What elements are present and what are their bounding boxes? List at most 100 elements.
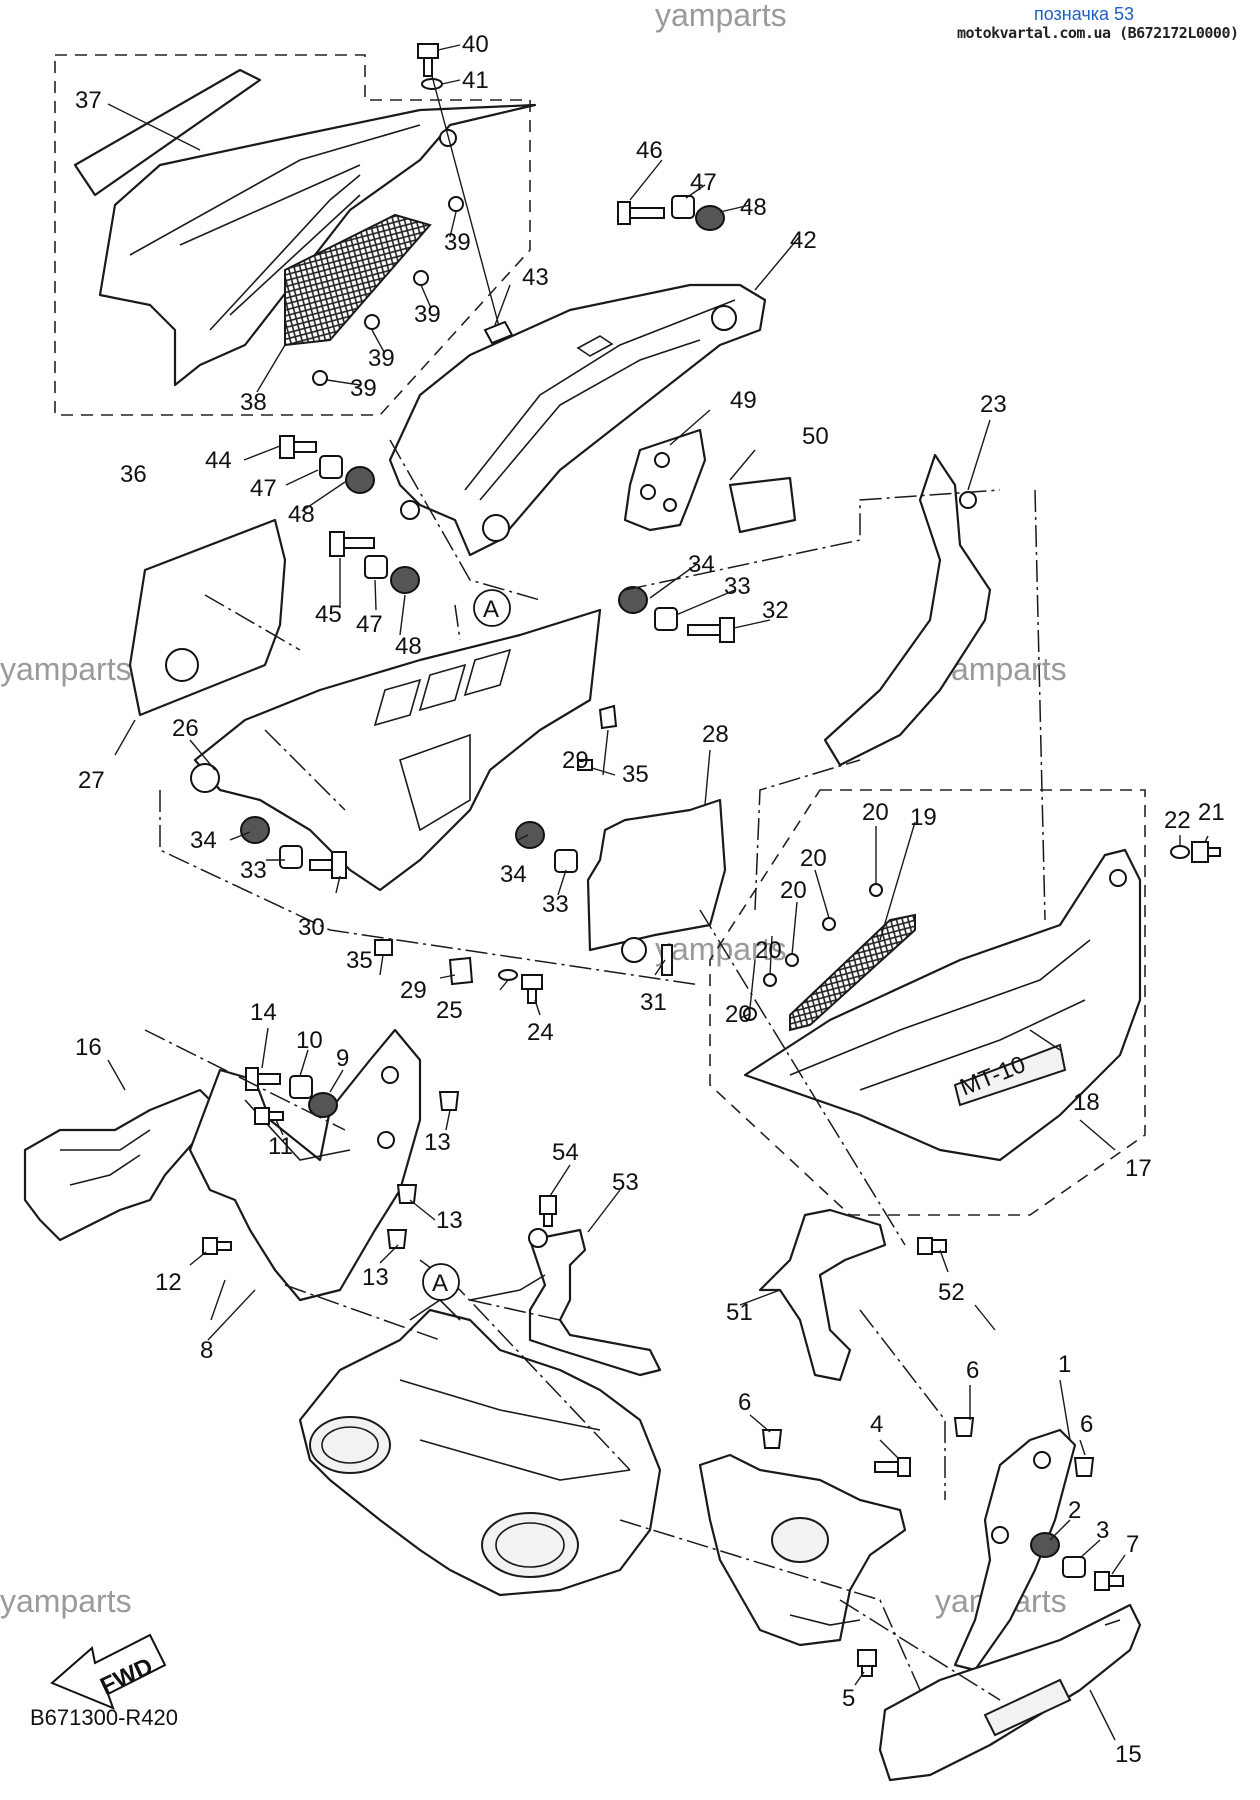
label-2: 2 [1068,1497,1081,1524]
label-6b: 6 [966,1357,979,1384]
assembly-box-36 [54,54,531,416]
label-46: 46 [636,137,663,164]
page-label: позначка 53 [1034,4,1135,24]
label-52: 52 [938,1279,965,1306]
label-12: 12 [155,1269,182,1296]
diagram-code: B671300-R420 [30,1705,179,1730]
washer-39c [364,314,380,330]
washer-39a [448,196,464,212]
label-48b: 48 [288,501,315,528]
bracket-49 [623,428,707,532]
label-53: 53 [612,1169,639,1196]
label-13a: 13 [424,1129,451,1156]
washer-22 [1170,845,1190,859]
label-49: 49 [730,387,757,414]
callout-A-upper: A [473,589,511,627]
label-34a: 34 [688,551,715,578]
bolt-45 [329,531,375,557]
label-3: 3 [1096,1517,1109,1544]
screw-21 [1191,841,1221,863]
screw-12 [202,1237,232,1255]
headlight-assembly [298,1298,662,1597]
screw-31 [661,944,673,976]
label-48c: 48 [395,633,422,660]
label-20c: 20 [780,877,807,904]
svg-text:A: A [483,596,499,623]
label-42: 42 [790,227,817,254]
washer-41 [421,78,443,90]
mesh-38 [284,213,432,347]
washer-20a [869,883,883,897]
label-29b: 29 [400,977,427,1004]
clip-6b [953,1417,975,1437]
clip-13b [396,1184,418,1204]
label-11: 11 [268,1133,293,1160]
label-5: 5 [842,1685,855,1712]
label-20e: 20 [725,1001,752,1028]
label-50 [728,476,797,534]
label-28: 28 [702,721,729,748]
label-1: 1 [1058,1351,1071,1378]
side-panel-42 [388,283,767,557]
label-34b: 34 [190,827,217,854]
label-31: 31 [640,989,667,1016]
label-32: 32 [762,597,789,624]
callout-A-lower: A [422,1263,460,1301]
label-19: 19 [910,804,937,831]
label-13c: 13 [362,1264,389,1291]
clip-13a [438,1091,460,1111]
label-39c: 39 [368,345,395,372]
rivet-35-top [577,759,593,771]
label-7: 7 [1126,1531,1139,1558]
inner-panel-26 [193,608,602,892]
watermark-left: yamparts [0,651,132,687]
washer-25 [498,969,518,981]
screw-40 [417,43,439,77]
label-48a: 48 [740,194,767,221]
label-50: 50 [802,423,829,450]
fwd-arrow: FWD [50,1633,167,1710]
watermark-top: yamparts [655,0,787,33]
label-13b: 13 [436,1207,463,1234]
clip-6a [761,1429,783,1449]
collar-33-top [654,607,678,631]
bolt-46 [617,201,665,225]
label-36: 36 [120,461,147,488]
label-8: 8 [200,1337,213,1364]
grommet-48-a [345,466,375,494]
washer-20c [785,953,799,967]
label-39a: 39 [444,229,471,256]
label-35b: 35 [346,947,373,974]
label-6c: 6 [1080,1411,1093,1438]
label-17: 17 [1125,1155,1152,1182]
collar-33-left [279,845,303,869]
clip-13c [386,1229,408,1249]
bolt-30 [309,851,347,879]
bolt-52 [917,1237,947,1255]
collar-3 [1062,1556,1086,1578]
label-20a: 20 [862,799,889,826]
label-22: 22 [1164,807,1191,834]
mesh-19 [789,913,916,1032]
label-43: 43 [522,264,549,291]
svg-text:A: A [432,1270,448,1297]
bolt-7 [1094,1571,1124,1591]
collar-47-top [671,195,695,219]
label-34c: 34 [500,861,527,888]
sheet-28 [586,798,727,952]
tape-strip-37 [73,68,262,197]
stay-23 [823,453,992,767]
duct-16 [23,1088,217,1242]
label-15: 15 [1115,1741,1142,1768]
label-33a: 33 [724,573,751,600]
label-39b: 39 [414,301,441,328]
side-cowl-17 [743,848,1142,1162]
label-47a: 47 [690,169,717,196]
label-30: 30 [298,914,325,941]
clip-29-low [448,956,474,986]
source-site: motokvartal.com.ua (B672172L0000) [957,24,1239,42]
grommet-34-mid [515,821,545,849]
screw-11 [254,1107,284,1125]
clip-29-top [598,704,618,730]
collar-10 [289,1075,313,1099]
